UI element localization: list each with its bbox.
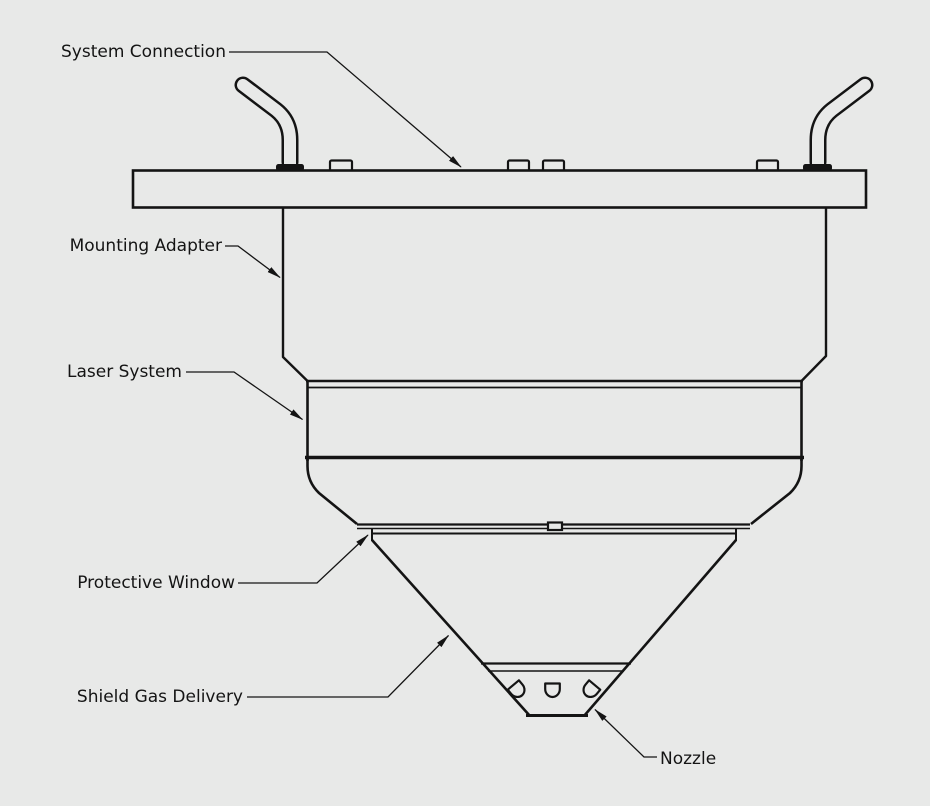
leader-shield-gas-delivery (247, 634, 450, 698)
nozzle-cone (371, 539, 737, 717)
leader-protective-window (238, 534, 369, 584)
label-nozzle: Nozzle (660, 749, 716, 769)
leader-nozzle (594, 708, 657, 758)
protective-window-strip (357, 521, 750, 541)
label-shield-gas-delivery: Shield Gas Delivery (77, 687, 243, 707)
laser-system-band (305, 379, 804, 461)
label-protective-window: Protective Window (77, 573, 235, 593)
adapter-right-wall (800, 208, 828, 382)
housing-lower-left-chamfer (306, 459, 358, 526)
nozzle-slot-middle (544, 682, 561, 699)
label-system-connection: System Connection (61, 42, 226, 62)
right-handle (803, 76, 874, 171)
window-center-tab (546, 521, 564, 532)
leader-lines (186, 51, 657, 758)
left-handle (234, 76, 304, 171)
label-laser-system: Laser System (67, 362, 182, 382)
leader-laser-system (186, 371, 304, 421)
nozzle-slot-left (506, 679, 526, 699)
housing-lower-right-chamfer (750, 459, 803, 526)
leader-mounting-adapter (225, 245, 281, 279)
nozzle-slot-right (582, 679, 602, 699)
leader-system-connection (229, 51, 462, 168)
label-mounting-adapter: Mounting Adapter (70, 236, 222, 256)
mounting-plate (131, 169, 868, 209)
adapter-left-wall (281, 208, 309, 382)
